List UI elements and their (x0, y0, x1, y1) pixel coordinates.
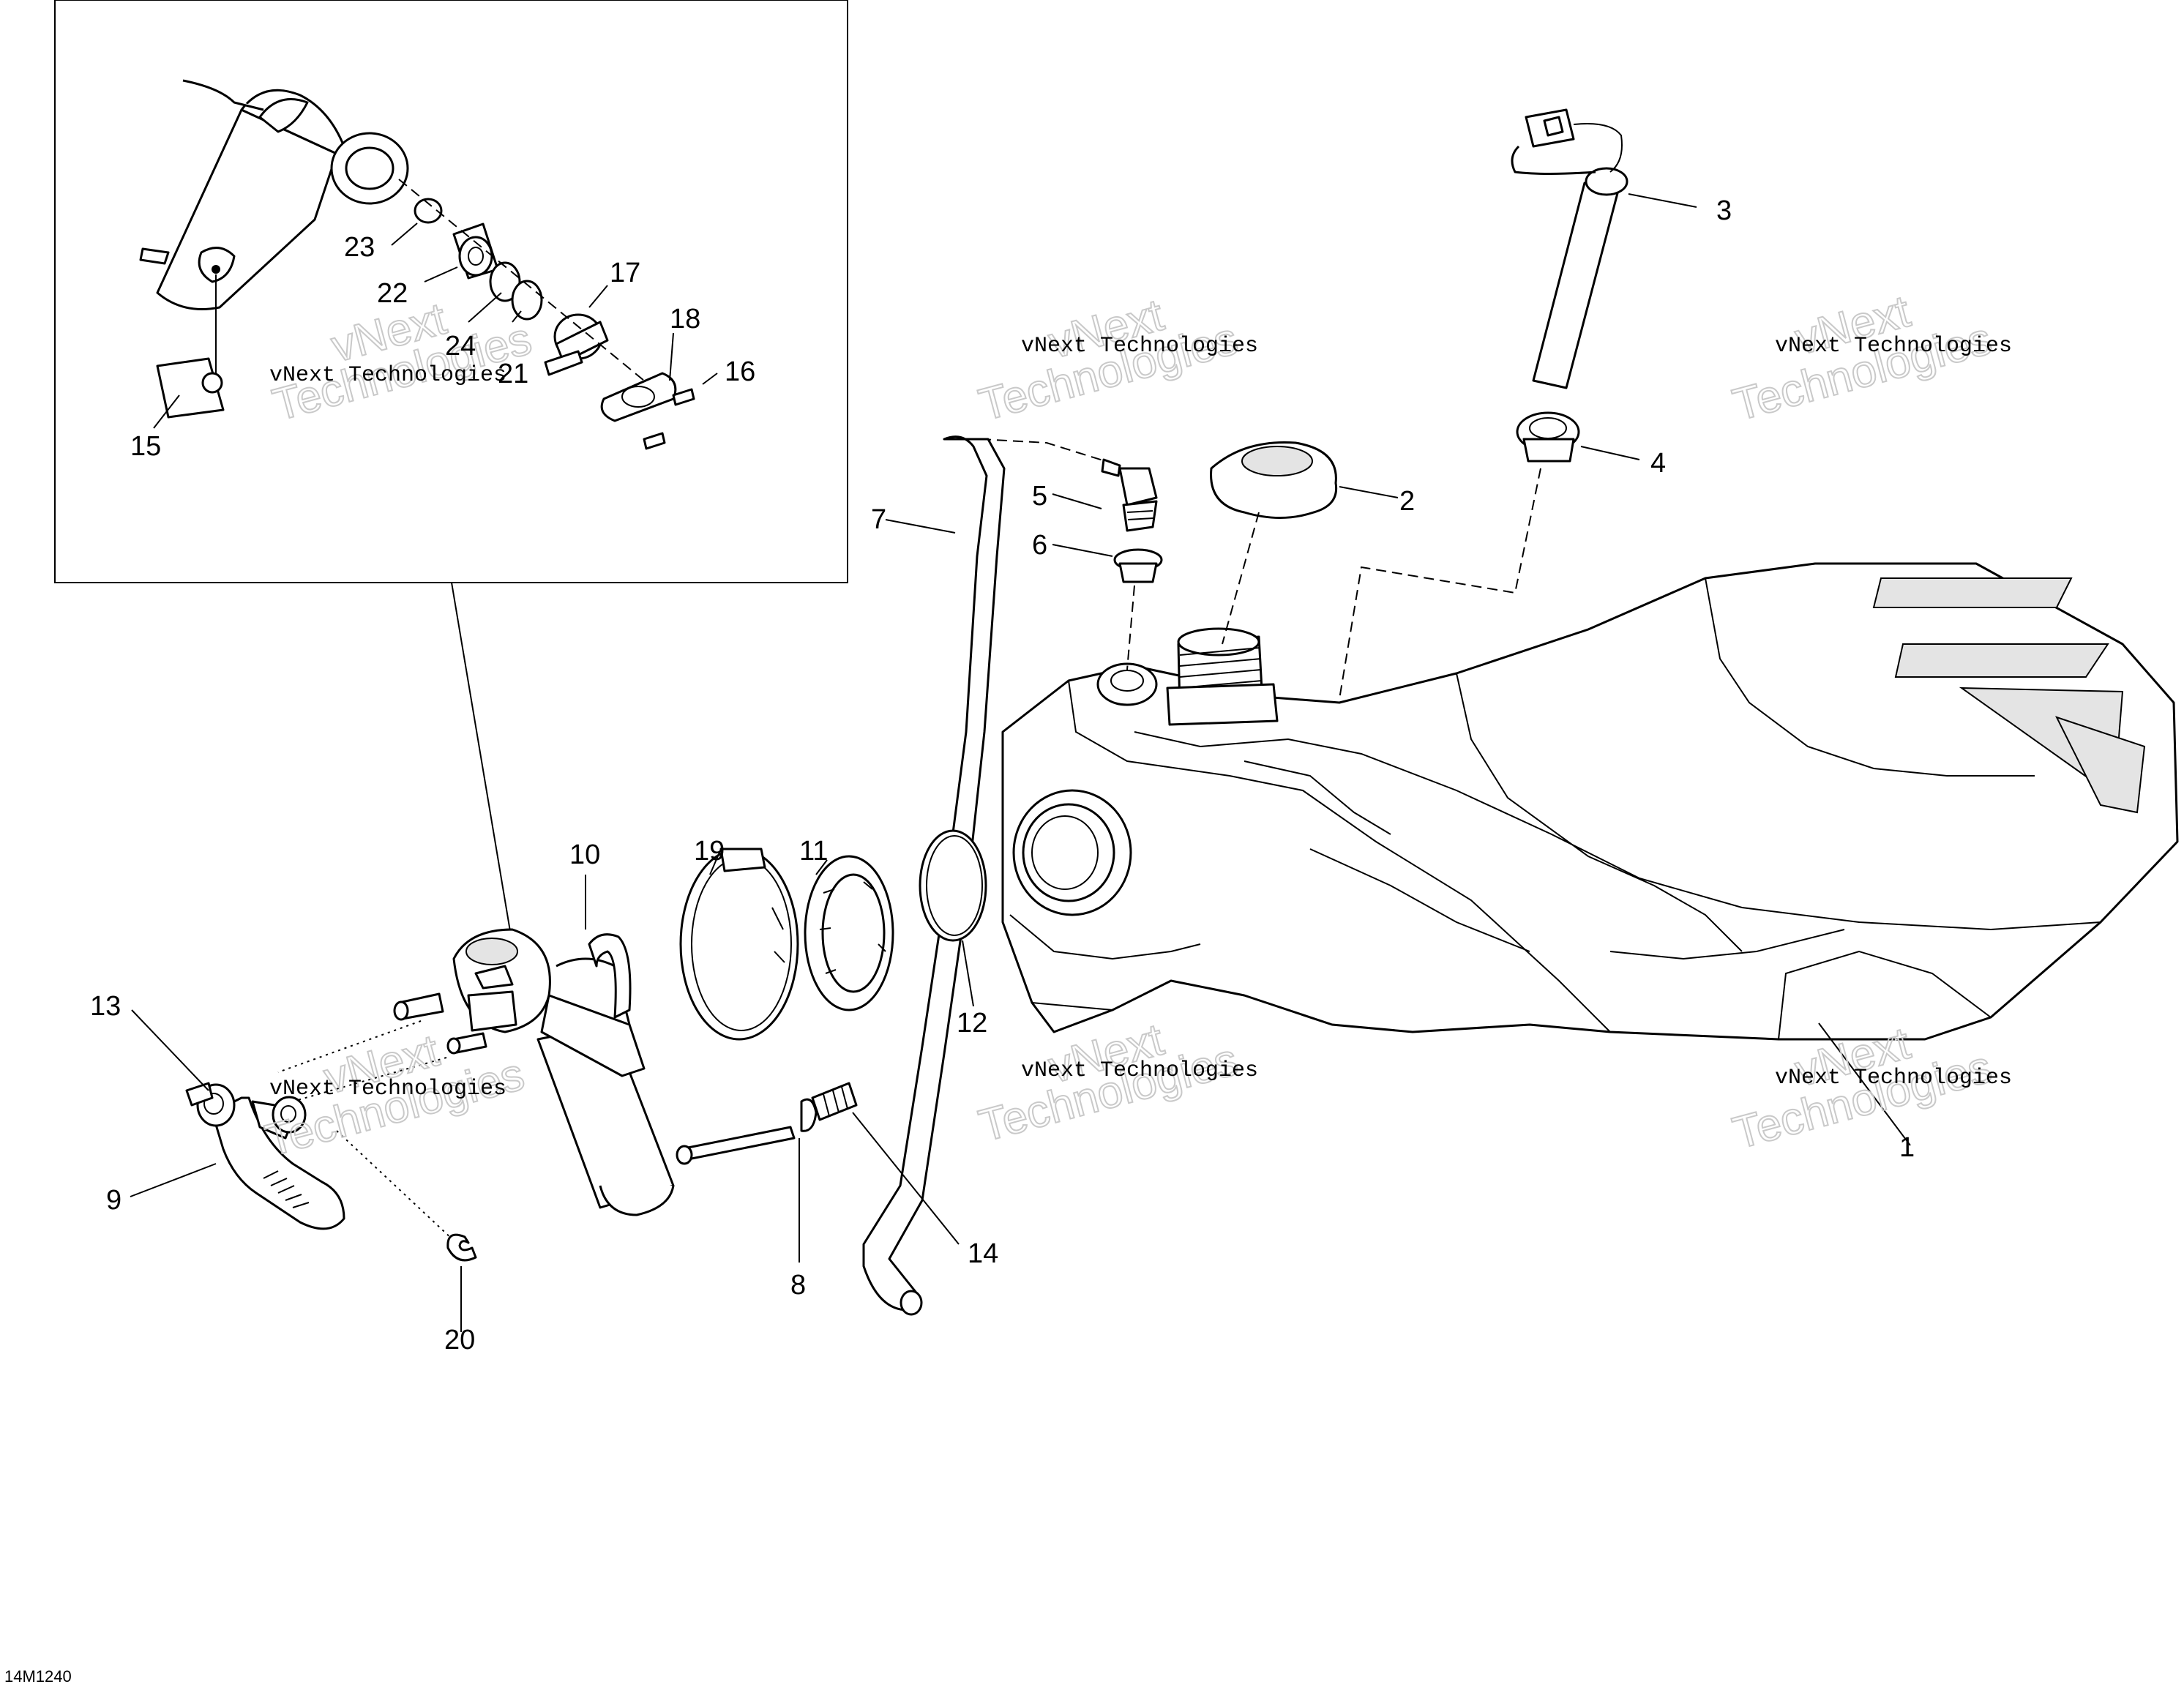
callout-19: 19 (694, 836, 725, 867)
callout-24: 24 (445, 331, 476, 362)
callout-5: 5 (1032, 481, 1047, 512)
fuel-tank (1001, 562, 2179, 1041)
callout-9: 9 (106, 1185, 121, 1216)
callout-18: 18 (670, 304, 700, 334)
inset-pump-module (139, 79, 409, 373)
callout-7: 7 (871, 504, 886, 535)
inset-filter-22 (452, 222, 499, 280)
callout-22: 22 (377, 278, 408, 309)
callout-17: 17 (610, 258, 640, 288)
watermark-5: Technologies vNext vNext Technologies (973, 1014, 1258, 1153)
callout-1: 1 (1899, 1132, 1915, 1163)
filler-cap (1210, 441, 1338, 519)
callout-12: 12 (957, 1008, 987, 1039)
inset-pointer-line (451, 582, 513, 945)
inset-screws-16 (643, 388, 695, 450)
inset-alignment-line (398, 179, 645, 381)
svg-text:vNext Technologies: vNext Technologies (269, 1077, 506, 1101)
callout-6: 6 (1032, 530, 1047, 561)
tank-pump-port (1012, 789, 1132, 916)
detail-inset-frame (54, 0, 848, 583)
callout-3: 3 (1716, 195, 1732, 226)
svg-text:vNext Technologies: vNext Technologies (1021, 1058, 1258, 1083)
screw-14 (811, 1082, 858, 1121)
tank-filler-neck (1166, 627, 1279, 726)
callout-4: 4 (1650, 448, 1666, 479)
callout-8: 8 (790, 1270, 806, 1301)
callout-20: 20 (444, 1325, 475, 1355)
callout-16: 16 (725, 356, 755, 387)
sender-grommet (1516, 411, 1580, 463)
svg-text:vNext Technologies: vNext Technologies (1775, 1066, 2012, 1091)
grommet-8 (800, 1098, 818, 1132)
watermark-3: Technologies vNext vNext Technologies (1727, 285, 2012, 432)
inset-o-rings-24-21 (489, 261, 543, 321)
tank-vent-boss (1096, 662, 1158, 706)
callout-21: 21 (498, 359, 528, 389)
callout-23: 23 (344, 232, 375, 263)
retainer-clip-20 (446, 1233, 477, 1262)
watermark-2: Technologies vNext vNext Technologies (973, 289, 1258, 432)
callout-11: 11 (799, 836, 828, 867)
fuel-hose-assembly (185, 1082, 345, 1230)
callout-10: 10 (569, 839, 600, 870)
fuel-pump-assembly (393, 928, 796, 1216)
svg-text:vNext Technologies: vNext Technologies (269, 363, 506, 388)
o-ring-12 (919, 829, 987, 942)
inset-o-ring-23 (414, 198, 443, 224)
inset-bracket-15 (156, 357, 225, 419)
callout-13: 13 (90, 991, 121, 1022)
reference-code: 14M1240 (4, 1667, 72, 1686)
svg-text:vNext Technologies: vNext Technologies (1775, 334, 2012, 359)
clamp-19 (679, 848, 799, 1041)
watermark-4: Technologies vNext vNext Technologies (260, 1025, 530, 1167)
callout-15: 15 (130, 431, 161, 462)
callout-2: 2 (1399, 486, 1415, 517)
inset-regulator-17 (544, 313, 609, 376)
callout-14: 14 (968, 1238, 998, 1269)
rollover-valve (1101, 458, 1158, 532)
valve-grommet (1113, 548, 1163, 583)
lock-ring-11 (804, 855, 894, 1011)
svg-text:vNext Technologies: vNext Technologies (1021, 334, 1258, 359)
watermark-1: Technologies vNext vNext Technologies (267, 293, 537, 432)
fuel-level-sender (1511, 108, 1628, 389)
vent-hose (862, 435, 1006, 1316)
inset-plate-18 (600, 372, 677, 422)
